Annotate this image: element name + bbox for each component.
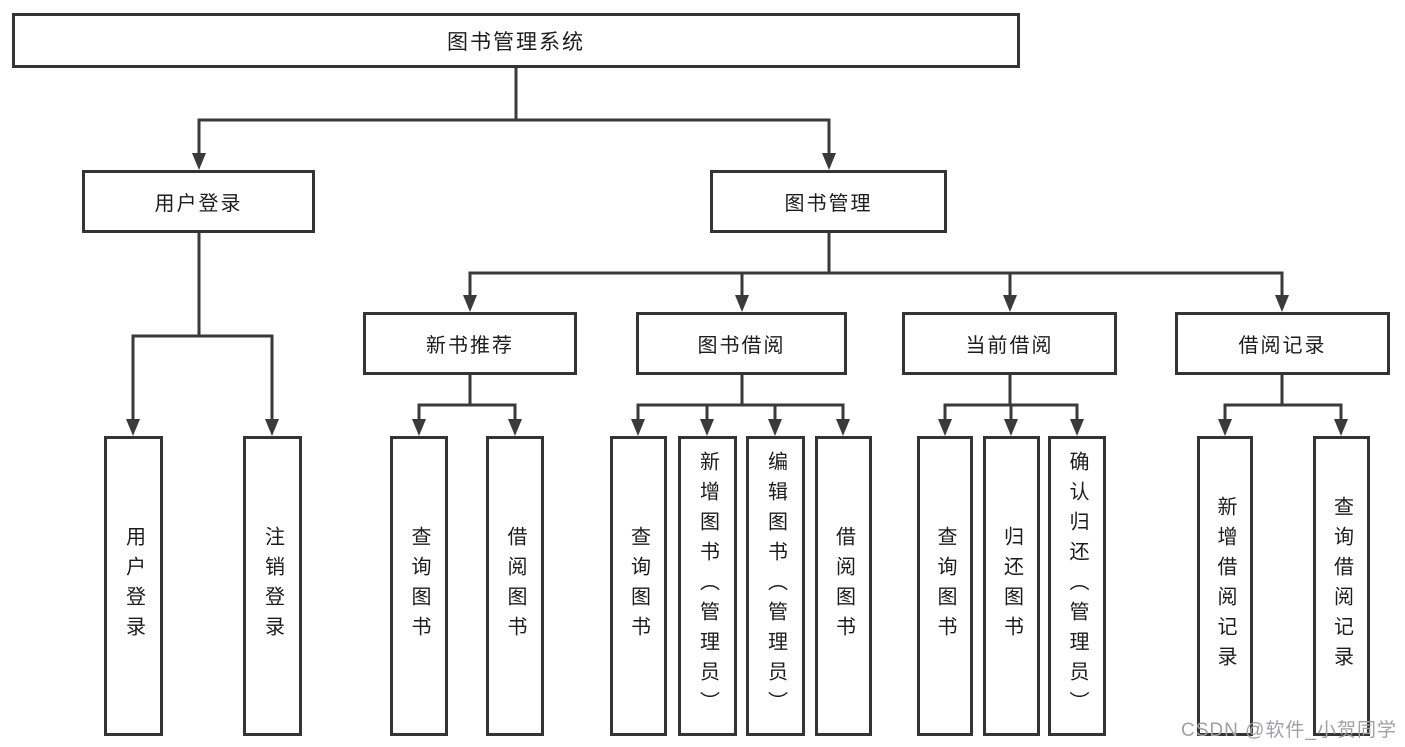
arrowhead-icon [1070, 419, 1084, 436]
arrowhead-icon [1003, 295, 1017, 312]
arrowhead-icon [836, 419, 850, 436]
node-current-borrow: 当前借阅 [902, 312, 1117, 375]
connector-root-to-level2 [192, 68, 836, 170]
arrowhead-icon [1004, 419, 1018, 436]
arrowhead-icon [822, 153, 836, 170]
arrowhead-icon [463, 295, 477, 312]
node-leaf-borrow-books-2: 借阅图书 [815, 436, 872, 736]
node-leaf-query-books-1: 查询图书 [390, 436, 448, 736]
node-leaf-return-books: 归还图书 [983, 436, 1040, 736]
node-leaf-add-borrow-record: 新增借阅记录 [1197, 436, 1253, 736]
connector-book-mgmt-to-level3 [463, 233, 1289, 312]
connector-book-borrow-children [631, 375, 850, 436]
arrowhead-icon [735, 295, 749, 312]
node-leaf-query-books-3: 查询图书 [917, 436, 973, 736]
connector-new-books-children [412, 375, 522, 436]
arrowhead-icon [1275, 295, 1289, 312]
connector-user-login-children [126, 233, 279, 436]
node-leaf-borrow-books-1: 借阅图书 [486, 436, 544, 736]
node-leaf-confirm-return-admin: 确认归还（管理员） [1048, 436, 1106, 736]
node-new-book-recommend: 新书推荐 [363, 312, 577, 375]
arrowhead-icon [1334, 419, 1348, 436]
arrowhead-icon [1218, 419, 1232, 436]
node-leaf-query-borrow-record: 查询借阅记录 [1313, 436, 1370, 736]
arrowhead-icon [508, 419, 522, 436]
arrowhead-icon [412, 419, 426, 436]
arrowhead-icon [265, 419, 279, 436]
arrowhead-icon [700, 419, 714, 436]
arrowhead-icon [192, 153, 206, 170]
node-root-system: 图书管理系统 [12, 13, 1020, 68]
node-leaf-edit-books-admin: 编辑图书（管理员） [746, 436, 805, 736]
arrowhead-icon [768, 419, 782, 436]
node-book-borrow: 图书借阅 [636, 312, 847, 375]
node-borrow-records: 借阅记录 [1175, 312, 1390, 375]
node-user-login: 用户登录 [82, 170, 315, 233]
node-leaf-add-books-admin: 新增图书（管理员） [678, 436, 737, 736]
connector-current-borrow-children [938, 375, 1084, 436]
arrowhead-icon [126, 419, 140, 436]
csdn-watermark: CSDN @软件_小贺同学 [1181, 720, 1397, 741]
node-leaf-query-books-2: 查询图书 [610, 436, 667, 736]
node-book-management: 图书管理 [710, 170, 947, 233]
node-leaf-user-login: 用户登录 [104, 436, 163, 736]
connector-borrow-records-children [1218, 375, 1348, 436]
arrowhead-icon [938, 419, 952, 436]
arrowhead-icon [631, 419, 645, 436]
node-leaf-logout: 注销登录 [243, 436, 302, 736]
